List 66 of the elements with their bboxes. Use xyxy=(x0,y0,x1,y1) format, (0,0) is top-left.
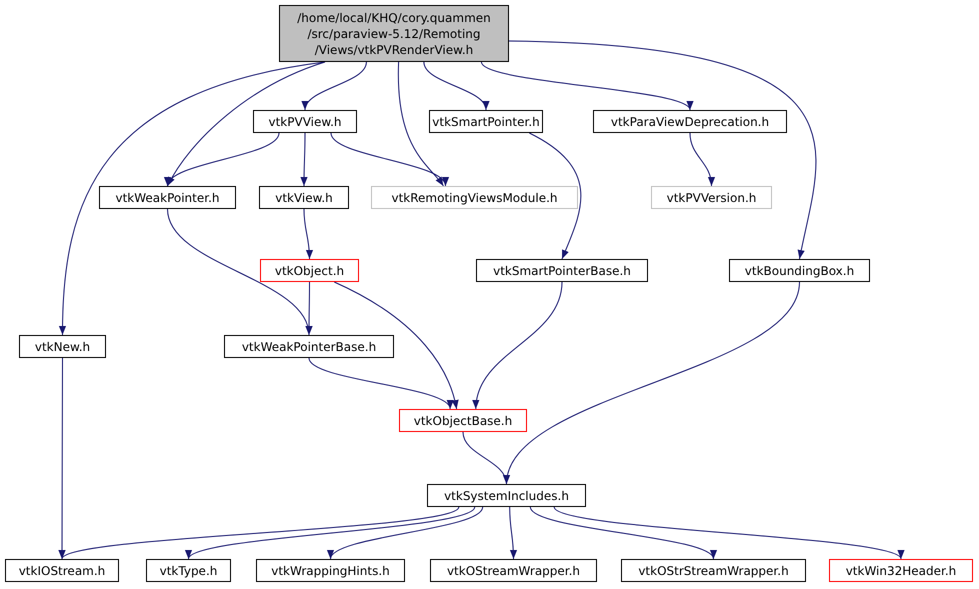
arrow xyxy=(508,40,816,260)
file-name: vtkRemotingViewsModule.h xyxy=(391,190,558,206)
file-box xyxy=(5,559,119,582)
arrow xyxy=(167,132,280,186)
arrow xyxy=(167,62,326,186)
file-name: vtkSmartPointerBase.h xyxy=(493,262,631,278)
arrow xyxy=(308,358,451,410)
file-name: vtkSystemIncludes.h xyxy=(444,488,569,504)
arrow xyxy=(398,62,444,186)
arrow xyxy=(690,132,714,186)
file-box xyxy=(371,186,578,209)
file-box xyxy=(253,110,357,133)
file-name: vtkIOStream.h xyxy=(18,562,106,578)
file-box xyxy=(260,259,359,282)
file-name: vtkPVView.h xyxy=(268,114,342,130)
arrow xyxy=(330,506,484,560)
file-box xyxy=(593,110,787,133)
arrow xyxy=(304,208,313,260)
arrow xyxy=(59,62,326,336)
file-name: vtkOStrStreamWrapper.h xyxy=(638,562,789,578)
file-name: vtkType.h xyxy=(160,562,218,578)
file-name: vtkSmartPointer.h xyxy=(432,114,540,130)
file-box xyxy=(651,186,772,209)
file-box xyxy=(427,484,586,507)
arrow xyxy=(509,506,517,560)
arrow xyxy=(62,506,460,560)
arrow xyxy=(334,282,458,410)
arrow xyxy=(554,506,902,560)
file-box xyxy=(399,409,527,432)
file-box xyxy=(256,559,405,582)
file-name: vtkBoundingBox.h xyxy=(744,262,854,278)
file-box xyxy=(476,259,648,282)
file-name: vtkWeakPointer.h xyxy=(115,190,220,206)
arrow xyxy=(300,132,308,186)
file-name: vtkWrappingHints.h xyxy=(271,562,390,578)
arrow xyxy=(480,62,690,110)
arrow xyxy=(305,282,313,336)
arrow xyxy=(188,506,476,560)
file-name: /home/local/KHQ/cory.quammen /src/paraview-5.12/Remoting /Views/vtkPVRenderView.h xyxy=(296,10,492,58)
file-box xyxy=(279,5,509,62)
arrow xyxy=(304,62,367,110)
arrow xyxy=(473,282,562,410)
file-name: vtkWeakPointerBase.h xyxy=(242,338,376,354)
file-name: vtkObjectBase.h xyxy=(414,412,512,428)
file-name: vtkWin32Header.h xyxy=(846,562,956,578)
file-box xyxy=(146,559,231,582)
file-name: vtkParaViewDeprecation.h xyxy=(610,114,770,130)
arrow xyxy=(330,132,446,186)
file-box xyxy=(224,335,394,358)
file-box xyxy=(19,335,106,358)
file-box xyxy=(99,186,236,209)
file-box xyxy=(621,559,806,582)
file-box xyxy=(430,559,597,582)
file-name: vtkOStreamWrapper.h xyxy=(446,562,580,578)
file-name: vtkView.h xyxy=(275,190,333,206)
arrow xyxy=(530,506,714,560)
file-name: vtkObject.h xyxy=(274,262,344,278)
file-box xyxy=(259,186,349,209)
file-name: vtkNew.h xyxy=(34,338,90,354)
file-name: vtkPVVersion.h xyxy=(666,190,756,206)
arrow xyxy=(462,432,509,484)
file-box xyxy=(729,259,870,282)
file-box xyxy=(829,559,973,582)
arrow xyxy=(528,132,582,260)
arrow xyxy=(423,62,488,110)
file-box xyxy=(429,110,543,133)
